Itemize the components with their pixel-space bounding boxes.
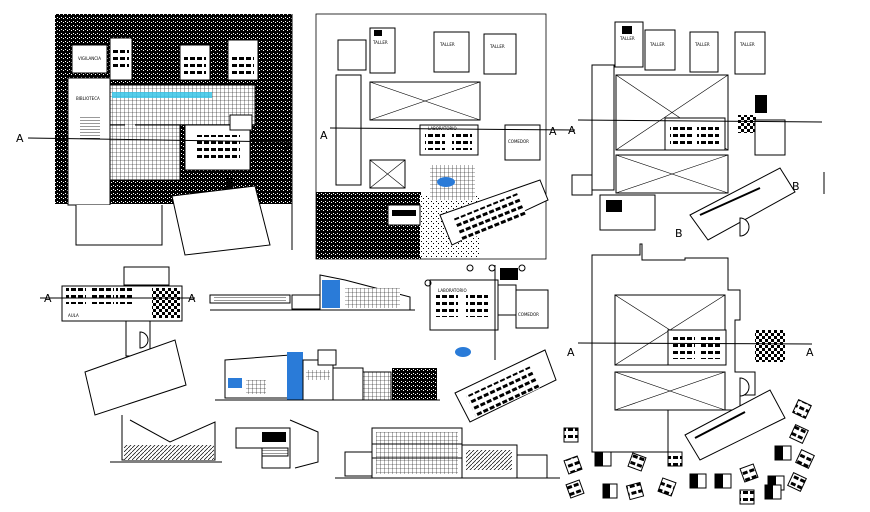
label-biblioteca: BIBLIOTECA <box>76 96 100 101</box>
section-marker: A <box>188 292 196 305</box>
label-taller: TALLER <box>489 44 505 49</box>
side-elevation <box>215 349 440 401</box>
stair-detail <box>235 419 319 469</box>
label-vigilancia: VIGILANCIA <box>78 56 101 61</box>
label-comedor: COMEDOR <box>518 312 539 317</box>
label-aula: AULA <box>68 313 79 318</box>
second-floor-plan: TALLER TALLER TALLER TALLER A B B <box>568 21 825 241</box>
section-marker: B <box>792 180 800 193</box>
cross-section-left <box>110 415 222 463</box>
section-marker: A <box>16 132 24 145</box>
label-taller: TALLER <box>372 40 388 45</box>
label-comedor: COMEDOR <box>508 139 529 144</box>
section-marker: A <box>568 124 576 137</box>
label-laboratorio: LABORATORIO <box>428 126 457 131</box>
roof-plan: A A <box>563 243 815 505</box>
label-taller: TALLER <box>739 42 755 47</box>
detail-plan-center: LABORATORIO COMEDOR <box>424 264 557 423</box>
section-marker: A <box>806 346 814 359</box>
section-marker: A <box>44 292 52 305</box>
label-laboratorio: LABORATORIO <box>438 288 467 293</box>
section-marker: A <box>320 129 328 142</box>
front-elevation <box>209 274 415 311</box>
label-taller: TALLER <box>619 36 635 41</box>
section-marker: A <box>549 125 557 138</box>
section-marker: B <box>675 227 683 240</box>
label-taller: TALLER <box>649 42 665 47</box>
ground-floor-plan: VIGILANCIA BIBLIOTECA A A <box>16 14 293 256</box>
outdoor-tables <box>563 399 815 505</box>
first-floor-plan: TALLER TALLER TALLER LABORATORIO COMEDOR… <box>315 13 576 260</box>
longitudinal-section <box>335 427 560 479</box>
label-taller: TALLER <box>694 42 710 47</box>
detail-plan-left: AULA A A <box>40 266 196 416</box>
section-marker: A <box>567 346 575 359</box>
label-taller: TALLER <box>439 42 455 47</box>
section-marker: A <box>285 140 293 153</box>
